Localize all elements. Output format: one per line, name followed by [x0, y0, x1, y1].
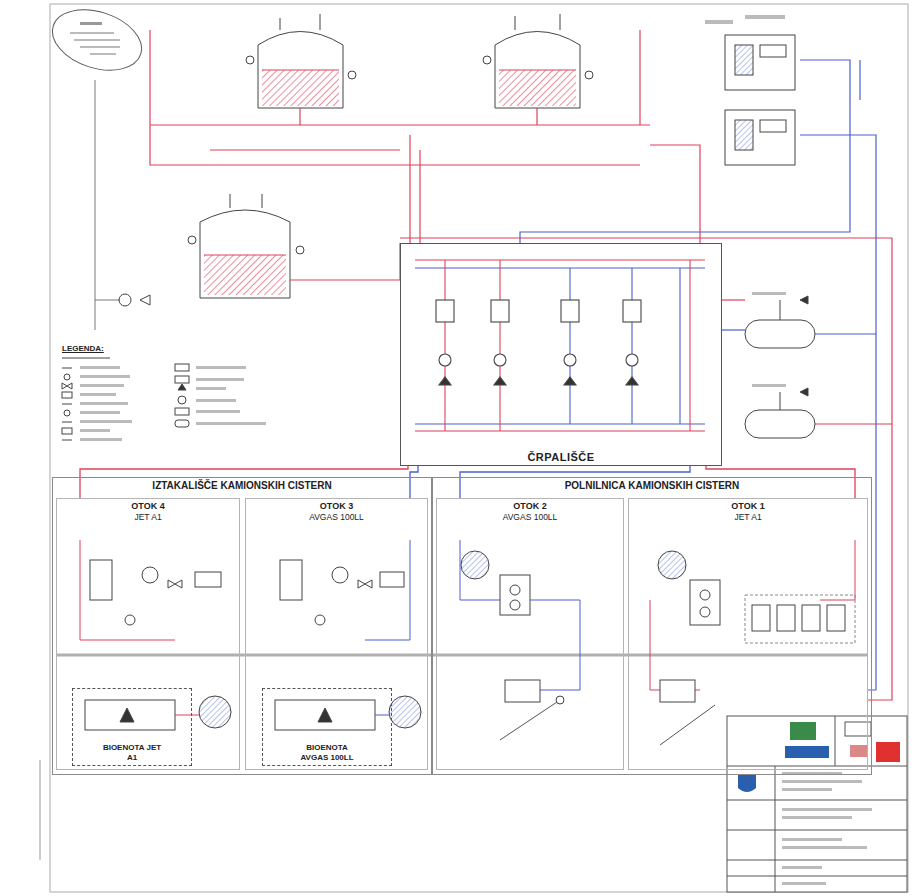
- filter-units: [705, 15, 795, 165]
- pipeline-connector: [80, 466, 408, 498]
- loading-island: OTOK 1JET A1: [628, 498, 868, 770]
- jet-pipelines: [150, 30, 892, 700]
- node-title: OTOK 4: [131, 501, 164, 512]
- pump-station-area: ČRPALIŠČE: [400, 243, 722, 466]
- drain-pipeline: [95, 80, 120, 330]
- node-title: ČRPALIŠČE: [527, 451, 594, 463]
- loading-island: OTOK 2AVGAS 100LL: [436, 498, 624, 770]
- loading-islands: [56, 540, 868, 745]
- separator-vessels: [745, 292, 815, 438]
- legend-heading: LEGENDA:: [62, 344, 104, 353]
- node-title: BIOENOTA JET A1: [97, 743, 167, 763]
- pump-station: [415, 260, 705, 431]
- node-title: IZTAKALIŠČE KAMIONSKIH CISTERN: [152, 480, 331, 491]
- note-oval: [45, 0, 150, 81]
- node-title: POLNILNICA KAMIONSKIH CISTERN: [565, 480, 740, 491]
- node-subtitle: JET A1: [134, 512, 161, 523]
- node-title: BIOENOTA AVGAS 100LL: [292, 743, 362, 763]
- loading-island: OTOK 4JET A1 BIOENOTA JET A1: [56, 498, 240, 770]
- area-band: POLNILNICA KAMIONSKIH CISTERN OTOK 2AVGAS…: [432, 477, 872, 775]
- area-band: IZTAKALIŠČE KAMIONSKIH CISTERN OTOK 4JET …: [52, 477, 432, 775]
- loading-island: OTOK 3AVGAS 100LL BIOENOTA AVGAS 100LL: [245, 498, 428, 770]
- title-block: [727, 716, 907, 892]
- pipeline-connector: [410, 466, 418, 498]
- bio-unit-box: BIOENOTA JET A1: [72, 688, 192, 766]
- node-title: OTOK 1: [731, 501, 764, 512]
- sheet-frame: [40, 4, 908, 892]
- storage-tanks: [119, 14, 593, 306]
- node-subtitle: AVGAS 100LL: [503, 512, 558, 523]
- node-subtitle: AVGAS 100LL: [309, 512, 364, 523]
- node-title: OTOK 3: [320, 501, 353, 512]
- node-title: OTOK 2: [513, 501, 546, 512]
- legend-symbols: [62, 358, 266, 441]
- bio-unit-box: BIOENOTA AVGAS 100LL: [262, 688, 392, 766]
- node-subtitle: JET A1: [734, 512, 761, 523]
- avgas-pipelines: [520, 60, 876, 690]
